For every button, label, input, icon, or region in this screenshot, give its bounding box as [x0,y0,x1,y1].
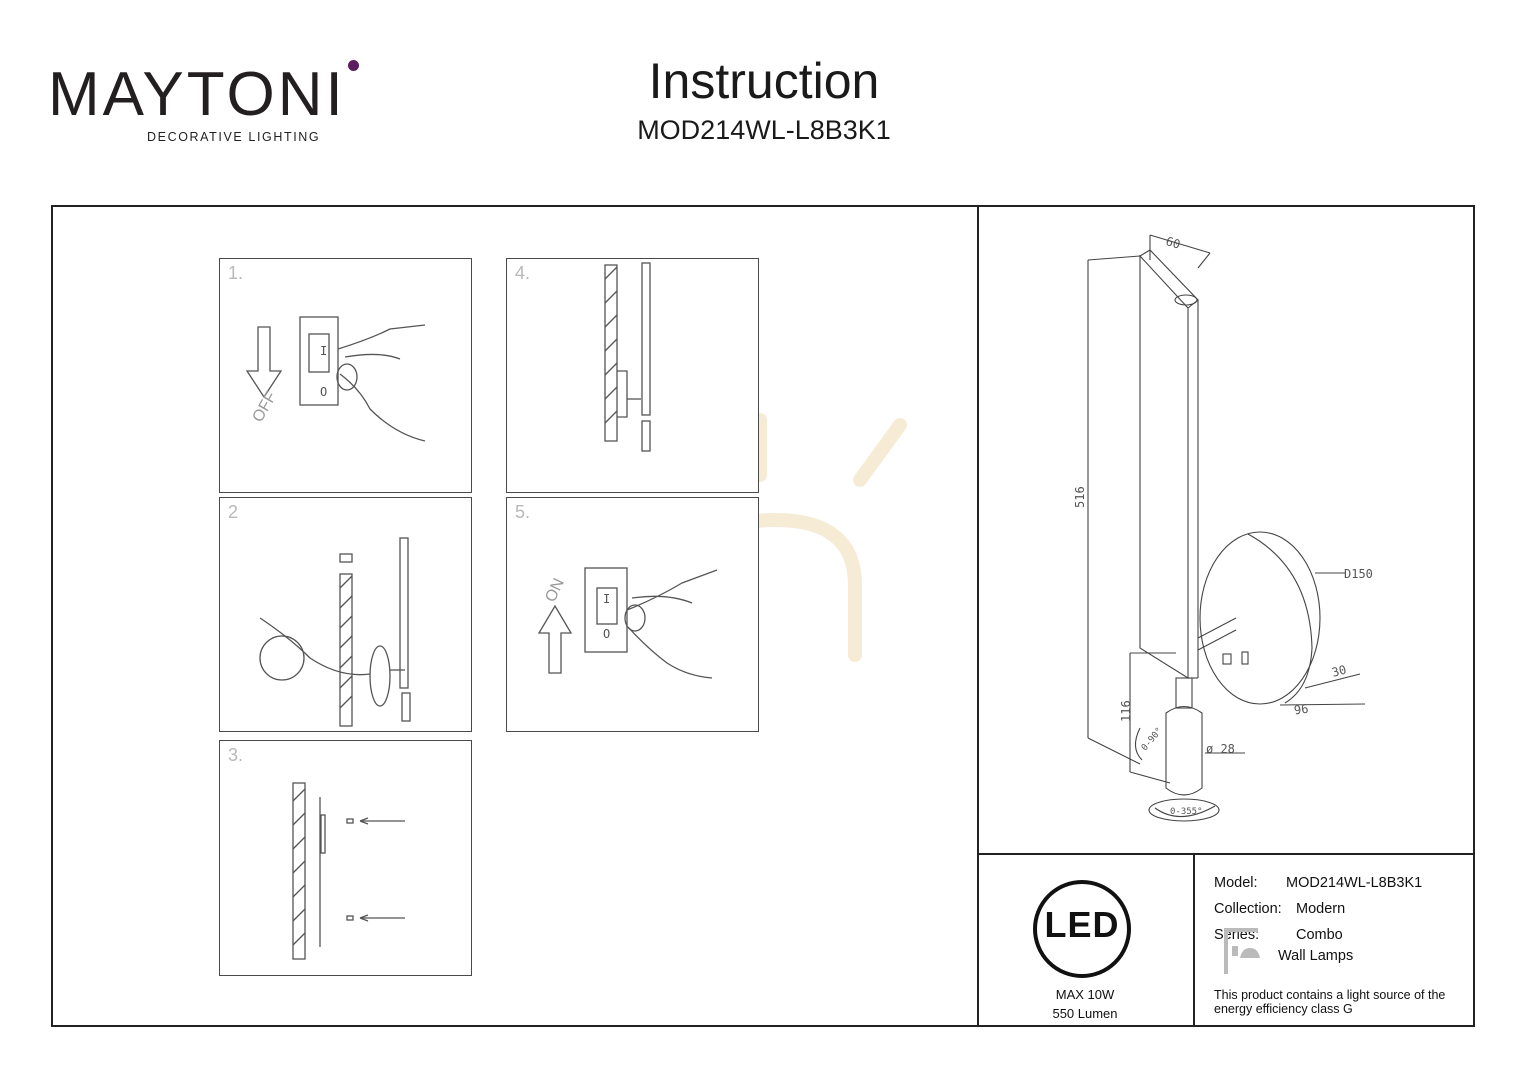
brand-logo: MAYTONI [48,56,368,152]
arrow-down-icon [245,326,283,399]
collection-label: Collection: [1214,901,1282,917]
step-5-panel: 5. I O ON [506,497,759,732]
step-5-caption: ON [542,576,568,605]
lumen-rating: 550 Lumen [1052,1006,1118,1021]
collection-value: Modern [1296,901,1346,917]
dimension-drawing: 60 516 D150 30 96 116 ø 28 0-90° 0-355° [1073,234,1373,822]
assembled-lamp-illustration [604,262,651,452]
led-label: LED [1044,904,1120,945]
arrow-up-icon [537,604,573,674]
step-1-number: 1. [228,263,244,283]
divider-vertical-specs [1193,853,1195,1027]
dim-base-depth: 30 [1330,663,1348,680]
step-4-panel: 4. [506,258,759,493]
power-rating: MAX 10W [1055,987,1115,1002]
model-code: MOD214WL-L8B3K1 [637,115,891,145]
step-3-panel: 3. [219,740,472,976]
led-badge-icon: LED [1033,880,1131,978]
dim-height: 516 [1073,486,1087,508]
brand-tagline: DECORATIVE LIGHTING [147,130,321,144]
svg-text:O: O [603,627,610,641]
model-value: MOD214WL-L8B3K1 [1286,875,1423,891]
energy-note: This product contains a light source of … [1214,988,1446,1016]
step-3-number: 3. [228,745,244,765]
series-value: Combo [1296,927,1343,943]
svg-text:O: O [320,385,327,399]
dim-depth: 60 [1164,234,1182,252]
page-title: Instruction [648,53,880,109]
switch-on-illustration: I O ON [537,567,718,679]
category-label: Wall Lamps [1278,948,1354,964]
dim-tilt-range: 0-90° [1140,726,1165,753]
wall-lamp-icon [1224,928,1260,974]
dim-projection: 96 [1293,702,1309,718]
svg-text:I: I [603,592,610,606]
step-1-caption: OFF [249,389,280,425]
step-2-panel: 2 [219,497,472,732]
switch-off-illustration: I O OFF [245,316,426,442]
step-4-number: 4. [515,263,531,283]
step-1-panel: 1. I O OFF [219,258,472,493]
dim-base-diameter: D150 [1344,567,1373,581]
step-5-number: 5. [515,502,531,522]
divider-vertical-main [977,205,979,1027]
mounting-illustration [292,782,405,960]
divider-horizontal-specs [977,853,1475,855]
logo-dot [348,60,359,71]
model-label: Model: [1214,875,1258,891]
step-2-number: 2 [228,502,239,522]
brand-name: MAYTONI [48,60,346,129]
wiring-illustration [259,537,411,727]
dim-rotation-range: 0-355° [1170,807,1203,817]
dim-tube-diameter: ø 28 [1206,742,1235,756]
dim-reading-height: 116 [1119,700,1133,722]
sheet-frame [51,205,1475,1027]
svg-text:I: I [320,344,327,358]
